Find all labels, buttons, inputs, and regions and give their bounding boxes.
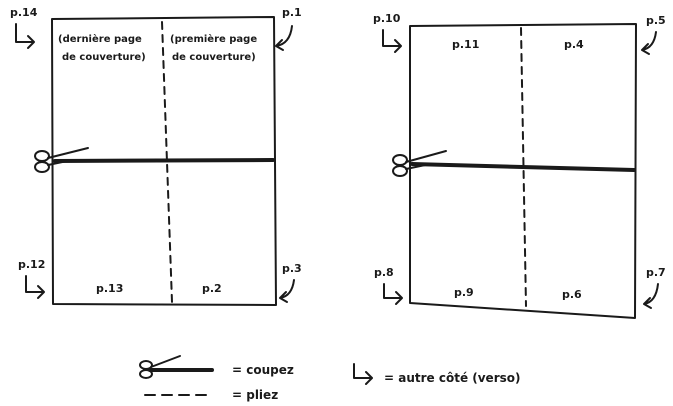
left-bottom-left-verso-arrow-icon: [25, 275, 45, 299]
legend-verso-label: = autre côté (verso): [384, 371, 521, 385]
right-top-right-verso-arrow-icon: [641, 31, 657, 55]
right-top-right-page-label: p.4: [564, 38, 584, 51]
left-bottom-left-page-label: p.13: [96, 282, 123, 295]
left-bottom-right-page-label: p.2: [202, 282, 222, 295]
right-corner-label-bottom-left: p.8: [374, 266, 394, 279]
right-sheet-fold-line: [520, 27, 527, 307]
left-top-left-label-line1: (dernière page: [58, 33, 142, 45]
left-corner-label-top-right: p.1: [282, 6, 302, 19]
left-corner-label-bottom-right: p.3: [282, 262, 302, 275]
legend: = coupez = pliez = autre côté (verso): [139, 355, 521, 402]
left-sheet-fold-line: [161, 21, 173, 303]
left-top-right-label-line2: de couverture): [172, 52, 256, 63]
right-corner-label-bottom-right: p.7: [646, 266, 666, 279]
right-bottom-left-verso-arrow-icon: [383, 283, 403, 305]
right-top-left-page-label: p.11: [452, 38, 479, 51]
left-bottom-right-verso-arrow-icon: [279, 279, 295, 303]
legend-cut-label: = coupez: [232, 363, 294, 377]
left-sheet-scissors-icon: [34, 147, 89, 173]
legend-scissors-icon: [139, 355, 181, 379]
right-top-left-verso-arrow-icon: [382, 29, 402, 53]
legend-verso-arrow-icon: [353, 363, 373, 385]
legend-fold-label: = pliez: [232, 388, 278, 402]
right-bottom-left-page-label: p.9: [454, 286, 474, 299]
left-sheet-border: [51, 16, 277, 306]
right-sheet-scissors-icon: [392, 150, 447, 177]
right-sheet-border: [409, 23, 637, 319]
left-top-right-verso-arrow-icon: [275, 25, 293, 51]
left-top-left-verso-arrow-icon: [15, 23, 35, 49]
right-sheet: p.10 p.5 p.11 p.4 p.8 p.7 p.9 p.6: [373, 12, 666, 319]
left-top-right-label-line1: (première page: [170, 33, 257, 45]
left-corner-label-bottom-left: p.12: [18, 258, 45, 271]
right-corner-label-top-left: p.10: [373, 12, 401, 25]
left-corner-label-top-left: p.14: [10, 6, 38, 19]
left-sheet-cut-line: [53, 158, 275, 163]
right-bottom-right-page-label: p.6: [562, 288, 582, 301]
right-corner-label-top-right: p.5: [646, 14, 666, 27]
right-sheet-cut-line: [410, 162, 636, 172]
left-sheet: p.14 p.1 (dernière page de couverture) (…: [10, 6, 302, 306]
right-bottom-right-verso-arrow-icon: [643, 283, 659, 309]
left-top-left-label-line2: de couverture): [62, 52, 146, 63]
